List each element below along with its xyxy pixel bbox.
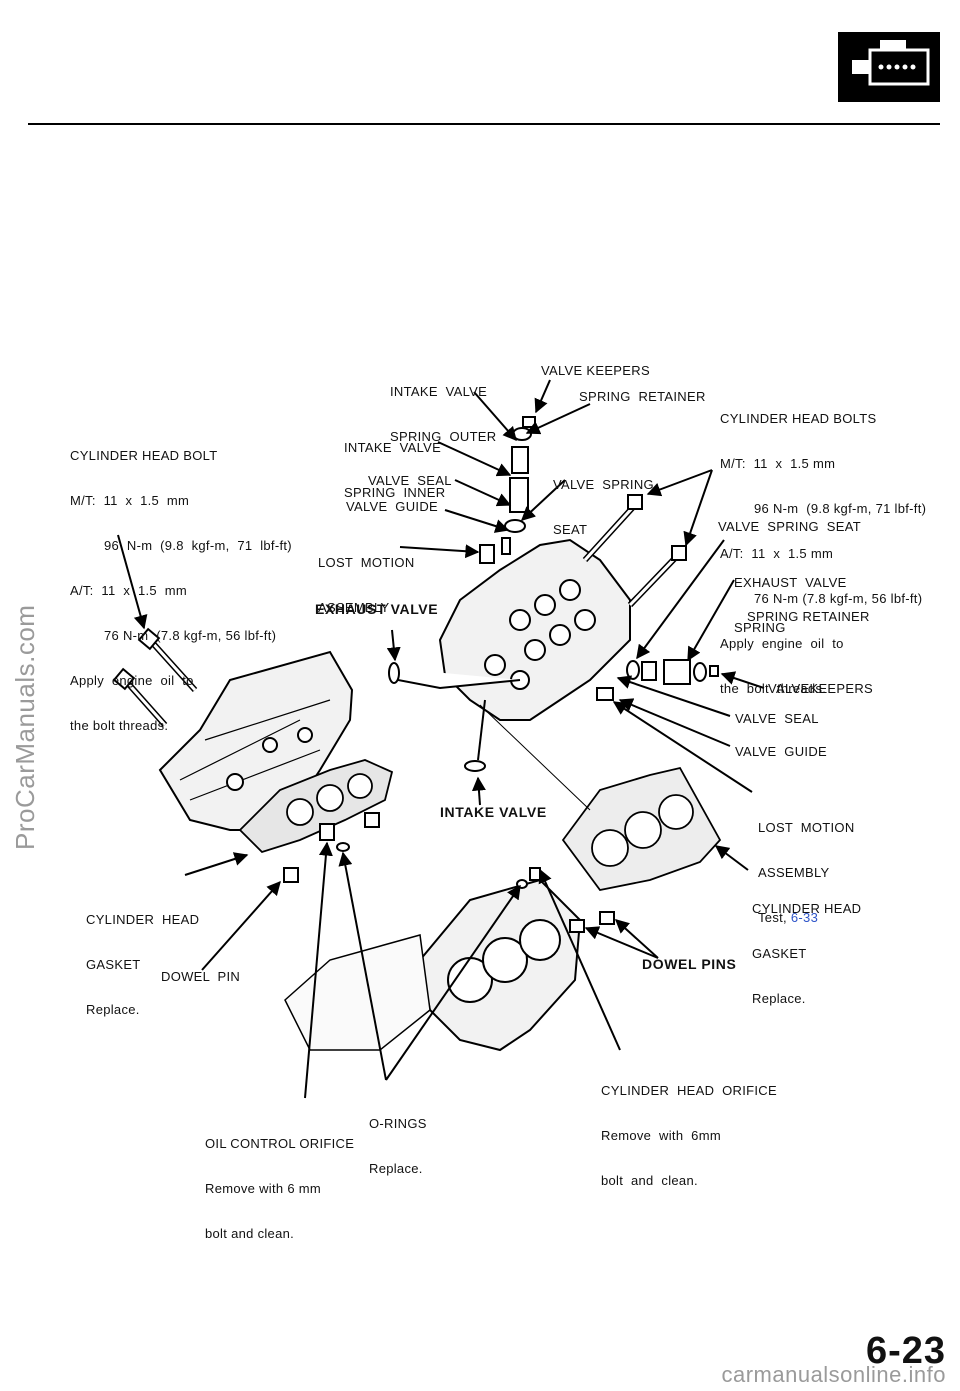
label-spring-retainer-top: SPRING RETAINER [579,389,706,404]
label-cylinder-head-orifice: CYLINDER HEAD ORIFICE Remove with 6mm bo… [601,1053,777,1203]
label-line: EXHAUST VALVE [734,575,847,590]
valves [388,662,521,772]
label-valve-keepers-right: VALVEKEEPERS [768,681,873,696]
label-line: 76 N-m (7.8 kgf-m, 56 lbf-ft) [104,628,277,643]
label-intake-valve-spring-outer: INTAKE VALVE SPRING OUTER [390,354,496,459]
label-cylinder-head-gasket-left: CYLINDER HEAD GASKET Replace. [86,882,199,1032]
page-ref-link[interactable]: 6-33 [790,910,819,925]
label-line: GASKET [752,946,807,961]
label-line: the bolt threads. [720,681,827,696]
label-lost-motion-right: LOST MOTION ASSEMBLY Test, 6-33 [758,790,855,940]
label-line: VALVE SPRING [553,477,654,492]
label-cylinder-head-bolts-right: CYLINDER HEAD BOLTS M/T: 11 x 1.5 mm 96 … [720,381,926,711]
engine-block [284,878,582,1052]
label-line: 96 N-m (9.8 kgf-m, 71 lbf-ft) [104,538,292,553]
label-cylinder-head-gasket-right: CYLINDER HEAD GASKET Replace. [752,871,861,1021]
side-watermark: ProCarManuals.com [10,604,40,850]
right-gasket [561,766,722,891]
page-number: 6-23 [865,1330,946,1372]
label-line: SPRING OUTER [390,429,497,444]
label-line: GASKET [86,957,141,972]
label-exhaust-valve: EXHAUST VALVE [315,601,439,617]
label-line: A/T: 11 x 1.5 mm [70,583,188,598]
label-line: INTAKE VALVE [344,440,442,455]
label-valve-keepers-top: VALVE KEEPERS [541,363,650,378]
label-line: M/T: 11 x 1.5 mm [70,493,190,508]
leader-lines [117,379,765,1099]
label-line: CYLINDER HEAD BOLT [70,448,218,463]
label-spring-retainer-right: SPRING RETAINER [747,609,870,624]
label-line: A/T: 11 x 1.5 mm [720,546,834,561]
label-cylinder-head-bolt-left: CYLINDER HEAD BOLT M/T: 11 x 1.5 mm 96 N… [70,418,292,748]
label-line: M/T: 11 x 1.5 mm [720,456,836,471]
label-line: CYLINDER HEAD ORIFICE [601,1083,777,1098]
label-line: SPRING INNER [344,485,446,500]
label-intake-valve: INTAKE VALVE [440,804,547,820]
engine-icon-graphic [838,32,940,102]
label-line: Remove with 6mm [601,1128,721,1143]
label-line: Test, 6-33 [758,910,855,925]
label-line: CYLINDER HEAD [86,912,200,927]
label-line: Replace. [369,1161,423,1176]
label-dowel-pins: DOWEL PINS [642,956,737,972]
label-valve-seal-top: VALVE SEAL [368,473,452,488]
right-cylinder-head [438,538,631,721]
label-line: the bolt threads. [70,718,169,733]
right-bolts [582,494,687,608]
label-line: Replace. [86,1002,140,1017]
label-line: 76 N-m (7.8 kgf-m, 56 lbf-ft) [754,591,923,606]
label-line: CYLINDER HEAD BOLTS [720,411,877,426]
left-gasket [238,759,394,854]
label-line: INTAKE VALVE [390,384,488,399]
bottom-watermark: carmanualsonline.info [721,1362,946,1387]
label-text: Test, [758,910,791,925]
label-line: bolt and clean. [601,1173,698,1188]
label-line: O-RINGS [369,1116,427,1131]
label-valve-spring-seat-right: VALVE SPRING SEAT [718,519,861,534]
label-line: LOST MOTION [318,555,415,570]
label-exhaust-valve-spring: EXHAUST VALVE SPRING [734,545,847,650]
label-line: CYLINDER HEAD [752,901,862,916]
label-lost-motion-top: LOST MOTION ASSEMBLY [318,525,415,630]
label-line: SEAT [553,522,588,537]
label-line: ASSEMBLY [758,865,830,880]
label-dowel-pin: DOWEL PIN [161,969,241,984]
label-line: ASSEMBLY [318,600,390,615]
label-valve-guide-top: VALVE GUIDE [346,499,438,514]
exhaust-spring-set [596,659,719,701]
label-line: SPRING [734,620,786,635]
label-oil-control-orifice: OIL CONTROL ORIFICE Remove with 6 mm bol… [205,1106,354,1256]
label-line: OIL CONTROL ORIFICE [205,1136,355,1151]
label-o-rings: O-RINGS Replace. [369,1086,427,1191]
label-line: Remove with 6 mm [205,1181,322,1196]
label-valve-seal-right: VALVE SEAL [735,711,819,726]
label-line: Apply engine oil to [720,636,844,651]
label-line: 96 N-m (9.8 kgf-m, 71 lbf-ft) [754,501,927,516]
left-bolts [112,627,198,727]
label-valve-guide-right: VALVE GUIDE [735,744,827,759]
label-intake-valve-spring-inner: INTAKE VALVE SPRING INNER [344,410,445,515]
label-valve-spring-seat-top: VALVE SPRING SEAT [553,447,654,552]
label-line: Replace. [752,991,806,1006]
label-line: Apply engine oil to [70,673,194,688]
label-line: LOST MOTION [758,820,855,835]
label-line: bolt and clean. [205,1226,295,1241]
